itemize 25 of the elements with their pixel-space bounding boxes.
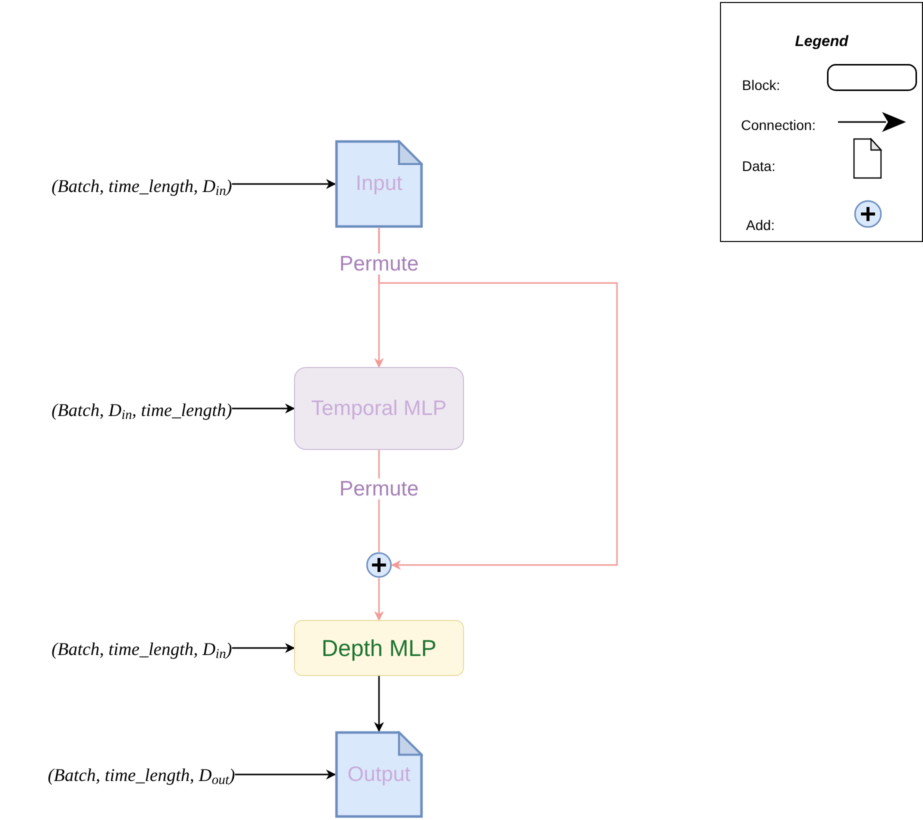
node-label: Output bbox=[347, 762, 411, 788]
legend-text: Connection: bbox=[741, 116, 816, 135]
node-label: Depth MLP bbox=[321, 634, 437, 663]
legend-text: Block: bbox=[742, 76, 780, 95]
node-label: (Batch, time_length, D$_{in}$) bbox=[52, 639, 232, 659]
legend-text: Data: bbox=[742, 157, 776, 176]
node-label: Input bbox=[356, 171, 402, 198]
legend-title: Legend bbox=[795, 32, 848, 52]
process-block bbox=[294, 367, 464, 450]
arrow bbox=[232, 404, 295, 414]
legend-text: Add: bbox=[746, 216, 775, 235]
node-label: (Batch, D$_{in}$, time_length) bbox=[52, 400, 232, 420]
arrow bbox=[374, 676, 384, 732]
add-circle bbox=[366, 552, 392, 578]
process-block bbox=[294, 620, 464, 676]
arrow bbox=[232, 179, 336, 189]
arrow bbox=[378, 228, 618, 570]
arrow bbox=[235, 770, 336, 780]
arrow bbox=[374, 578, 384, 621]
data-document bbox=[335, 140, 423, 228]
node-label: (Batch, time_length, D$_{out}$) bbox=[48, 765, 235, 785]
data-document bbox=[335, 731, 423, 818]
node-label: (Batch, time_length, D$_{in}$) bbox=[52, 176, 232, 196]
arrow bbox=[232, 643, 295, 653]
node-label: Temporal MLP bbox=[311, 396, 447, 422]
